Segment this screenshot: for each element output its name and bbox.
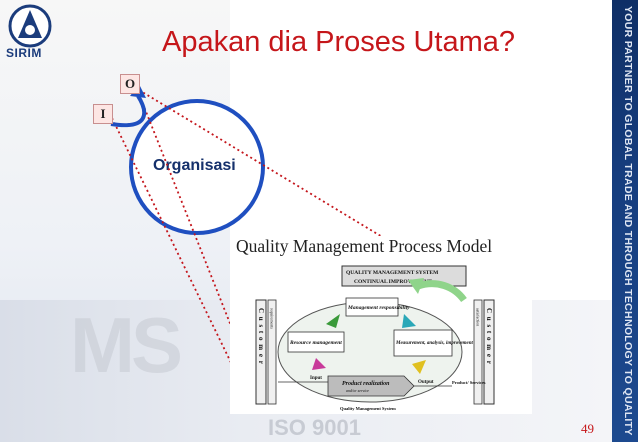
qm-system-line1: QUALITY MANAGEMENT SYSTEM	[346, 270, 439, 276]
sidebar-band	[612, 0, 638, 442]
sidebar-tagline: YOUR PARTNER TO GLOBAL TRADE AND THROUGH…	[622, 6, 634, 436]
qm-footer: Quality Management System	[340, 406, 396, 411]
qm-requirements: requirements	[270, 308, 275, 329]
qm-product-services: Product/ Services	[452, 380, 486, 385]
input-box: I	[93, 104, 113, 124]
organisation-label: Organisasi	[153, 157, 236, 174]
qm-product-sub: and/or service	[346, 388, 369, 393]
qm-left-customer: C u s t o m e r	[257, 308, 265, 365]
logo-text: SIRIM	[6, 46, 42, 60]
organisation-circle	[129, 99, 265, 235]
qm-model-title: Quality Management Process Model	[236, 236, 493, 256]
qm-right-customer: C u s t o m e r	[485, 308, 493, 365]
dotted-line-output-bottom	[138, 93, 263, 405]
qm-diagram: QUALITY MANAGEMENT SYSTEM CONTINUAL IMPR…	[255, 265, 495, 411]
quality-management-model: Quality Management Process Model QUALITY…	[230, 236, 532, 414]
qm-satisfaction: satisfaction	[476, 308, 481, 326]
feedback-arrow	[110, 94, 147, 128]
output-box: O	[120, 74, 140, 94]
page-title: Apakan dia Proses Utama?	[162, 26, 516, 58]
page-number: 49	[581, 421, 594, 436]
qm-measurement: Measurement, analysis, improvement	[395, 341, 474, 346]
qm-management: Management responsibility	[347, 305, 410, 311]
qm-output: Output	[418, 380, 434, 385]
qm-input: Input	[310, 376, 322, 381]
sirim-logo-icon	[8, 4, 52, 48]
iso-watermark: ISO 9001	[268, 415, 361, 440]
qm-system-line2: CONTINUAL IMPROVEMENT	[354, 279, 432, 285]
qm-resource: Resource management	[289, 340, 342, 346]
qm-product: Product realization	[342, 381, 390, 387]
ms-watermark: MS	[70, 301, 183, 389]
